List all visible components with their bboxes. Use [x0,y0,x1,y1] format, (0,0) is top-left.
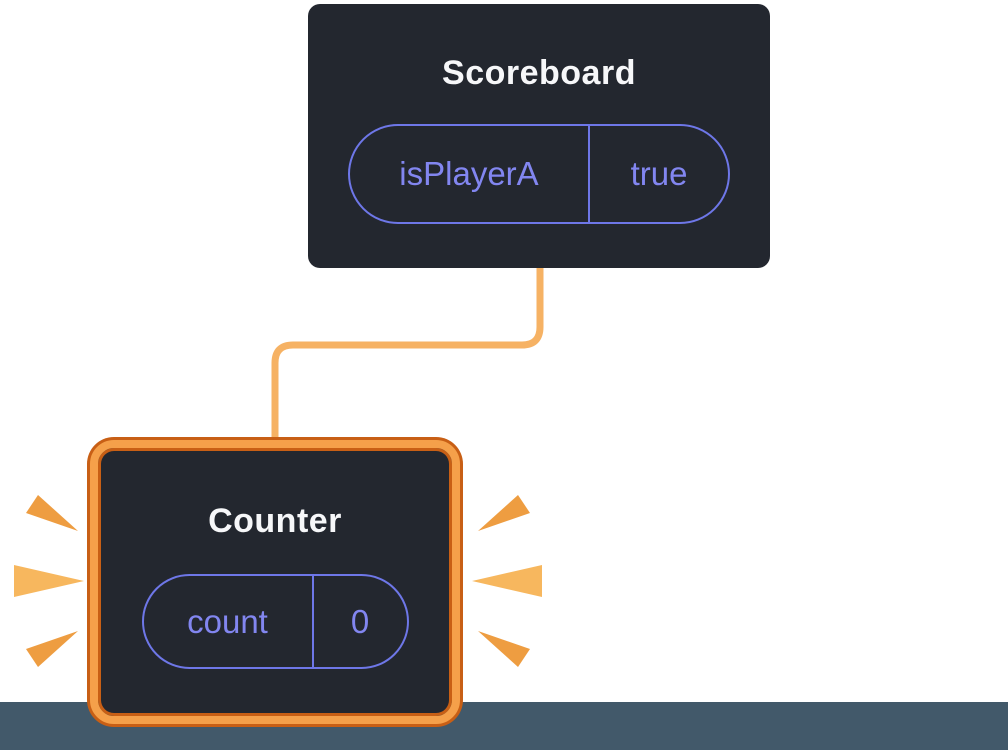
counter-state-pill: count 0 [141,574,409,669]
counter-title: Counter [208,502,342,540]
ray-left-bottom-icon [26,631,78,667]
ray-right-top-icon [478,495,530,531]
ray-left-top-icon [26,495,78,531]
ray-right-middle-icon [472,565,542,597]
counter-component-card: Counter count 0 [90,440,460,724]
counter-state-name: count [144,576,314,667]
scoreboard-state-pill: isPlayerA true [348,124,730,224]
scoreboard-title: Scoreboard [442,54,636,92]
parent-child-connector [271,255,544,446]
ray-left-middle-icon [14,565,84,597]
counter-state-value: 0 [350,602,370,640]
scoreboard-state-value: true [630,155,688,192]
scoreboard-component-card: Scoreboard isPlayerA true [308,4,770,268]
scoreboard-state-name: isPlayerA [350,126,590,222]
ray-right-bottom-icon [478,631,530,667]
